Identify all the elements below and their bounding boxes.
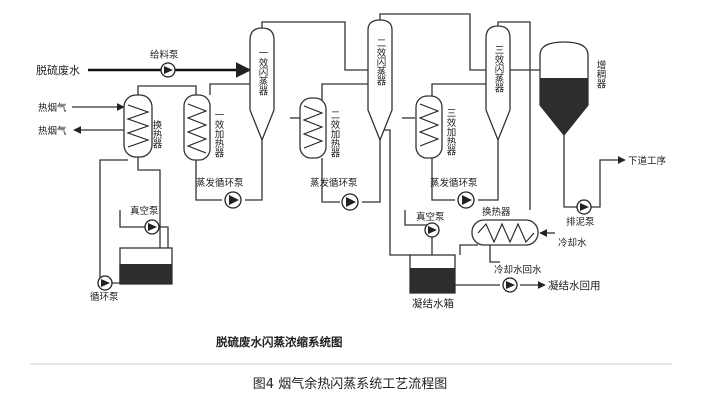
label-vacuum-pump2: 真空泵 bbox=[416, 211, 445, 223]
label-thickener: 增稠器 bbox=[595, 59, 607, 88]
vacuum-pump-1-icon bbox=[144, 219, 160, 235]
heater-1 bbox=[183, 94, 211, 161]
label-flash1: 一效闪蒸器 bbox=[257, 48, 269, 96]
evap-pump-1-icon bbox=[224, 191, 242, 209]
sludge-pump-icon bbox=[576, 199, 592, 215]
label-hot-flue-gas-out: 热烟气 bbox=[38, 125, 67, 137]
label-heater3: 三效加热器 bbox=[445, 108, 457, 156]
condensate-tank bbox=[409, 254, 456, 294]
circulation-pump-icon bbox=[97, 275, 113, 291]
label-evap-pump2: 蒸发循环泵 bbox=[310, 177, 358, 189]
label-feed-pump: 给料泵 bbox=[150, 49, 179, 61]
flash-evaporator-3 bbox=[485, 25, 511, 142]
flash-evaporator-2 bbox=[367, 19, 393, 142]
vacuum-pump-2-icon bbox=[424, 222, 440, 238]
label-sludge-pump: 排泥泵 bbox=[566, 216, 595, 228]
label-heater1: 一效加热器 bbox=[213, 110, 225, 158]
diagram-title: 脱硫废水闪蒸浓缩系统图 bbox=[216, 335, 343, 349]
label-evap-pump1: 蒸发循环泵 bbox=[196, 177, 244, 189]
label-flash3: 三效闪蒸器 bbox=[493, 45, 505, 93]
flash-evaporator-1 bbox=[249, 27, 275, 142]
label-heater2: 二效加热器 bbox=[329, 110, 341, 158]
label-vacuum-pump1: 真空泵 bbox=[130, 205, 159, 217]
heater-2 bbox=[299, 97, 327, 159]
label-hot-flue-gas-in: 热烟气 bbox=[38, 102, 67, 114]
label-cooling-return: 冷却水回水 bbox=[494, 264, 542, 276]
figure-caption: 图4 烟气余热闪蒸系统工艺流程图 bbox=[253, 376, 447, 392]
flue-gas-heat-exchanger bbox=[123, 94, 153, 158]
feed-pump-icon bbox=[160, 62, 176, 78]
labels: 脱硫废水 给料泵 热烟气 热烟气 换热器 一效加热器 二效加热器 三效加热器 一… bbox=[30, 38, 672, 392]
label-condensate-tank: 凝结水箱 bbox=[412, 297, 454, 310]
label-evap-pump3: 蒸发循环泵 bbox=[430, 177, 478, 189]
label-next-process: 下道工序 bbox=[628, 155, 667, 167]
condenser bbox=[471, 219, 539, 246]
label-condensate-reuse: 凝结水回用 bbox=[548, 279, 601, 292]
thickener bbox=[539, 41, 589, 137]
label-cooling-water: 冷却水 bbox=[558, 237, 587, 249]
label-condenser: 换热器 bbox=[482, 206, 511, 218]
circulation-tank bbox=[119, 247, 173, 285]
heater-3 bbox=[415, 95, 443, 159]
label-flash2: 二效闪蒸器 bbox=[375, 38, 387, 86]
condensate-pump-icon bbox=[502, 277, 518, 293]
label-desulf-wastewater: 脱硫废水 bbox=[36, 63, 80, 77]
evap-pump-3-icon bbox=[457, 191, 475, 209]
label-heat-exchanger: 换热器 bbox=[151, 119, 163, 148]
label-circ-pump: 循环泵 bbox=[90, 291, 119, 303]
evap-pump-2-icon bbox=[341, 193, 359, 211]
